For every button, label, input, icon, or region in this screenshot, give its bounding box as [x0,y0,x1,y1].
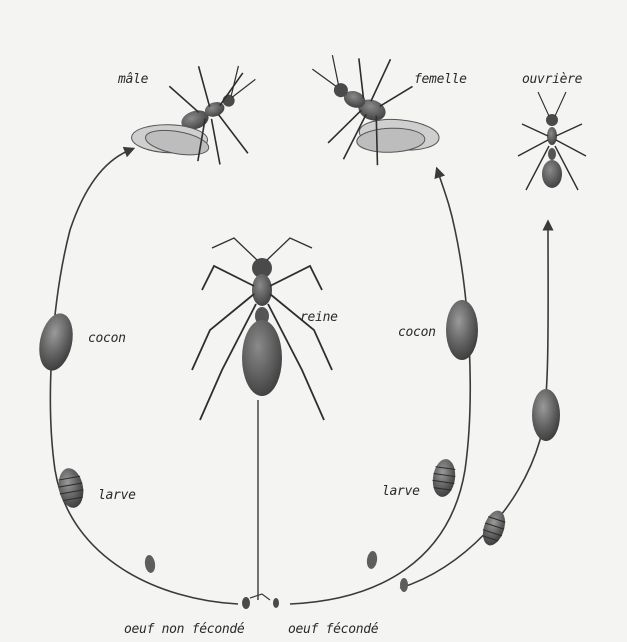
female-ant-figure [287,35,462,188]
right-cycle-path [290,172,470,604]
label-egg-unfertilized: oeuf non fécondé [124,622,244,637]
cocoon-right-shape [446,300,478,360]
label-larva-right: larve [382,484,420,499]
cocoon-left-shape [34,310,77,373]
left-cycle-path [50,150,238,604]
egg-unfertilized-shape [242,597,250,609]
egg-fertilized-shape [273,598,279,608]
egg-worker-shape [400,578,408,592]
label-queen: reine [300,310,338,325]
cocoon-worker-shape [532,389,560,441]
larva-left-shape [56,466,87,510]
egg-right-shape [366,550,378,569]
queen-ant-figure [192,238,332,420]
label-larva-left: larve [98,488,136,503]
label-female: femelle [414,72,467,87]
larva-right-shape [430,458,457,499]
label-worker: ouvrière [522,72,582,87]
worker-ant-figure [518,92,586,190]
worker-cycle-path [400,225,548,588]
label-cocoon-left: cocon [88,331,126,346]
label-male: mâle [118,72,148,87]
egg-left-shape [144,554,156,573]
label-cocoon-right: cocon [398,325,436,340]
larva-worker-shape [479,508,509,548]
label-egg-fertilized: oeuf fécondé [288,622,378,637]
